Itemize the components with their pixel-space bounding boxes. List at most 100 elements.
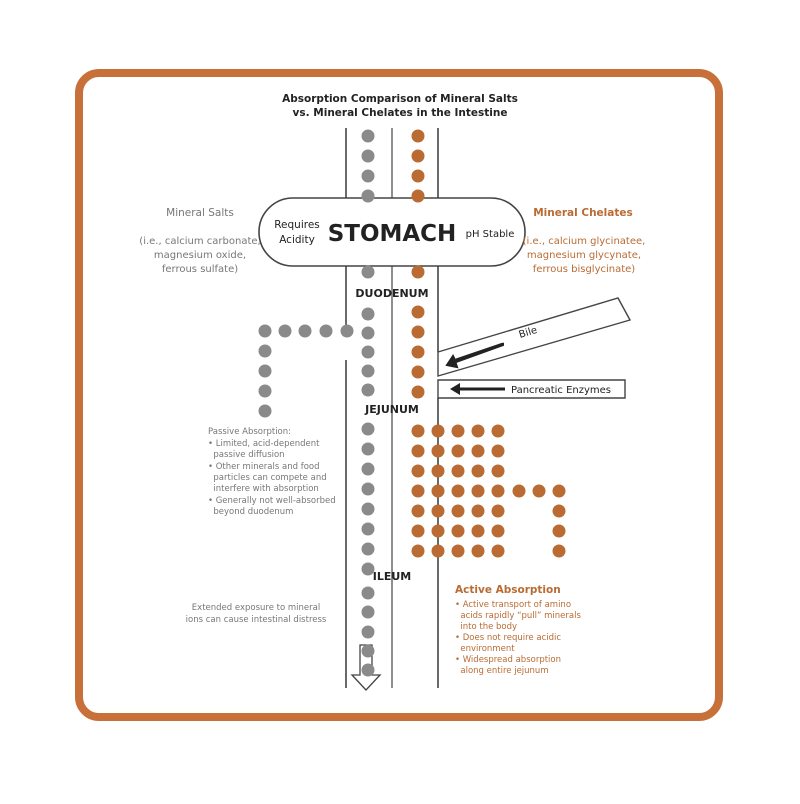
chelate-grid-dot [491, 424, 505, 438]
pancreatic-arrowhead [450, 383, 460, 395]
chelate-grid-dot [471, 504, 485, 518]
salt-dot [361, 522, 375, 536]
chelate-grid-dot [451, 424, 465, 438]
chelate-grid-dot [512, 484, 526, 498]
bile-label: Bile [518, 325, 539, 341]
passive-line-3: • Other minerals and food [208, 462, 320, 472]
passive-line-2: passive diffusion [208, 450, 285, 460]
chelate-grid-dot [552, 544, 566, 558]
ileum-label: ILEUM [373, 570, 412, 583]
stomach-capsule [258, 197, 526, 267]
chelate-grid-dot [411, 484, 425, 498]
chelate-grid-dot [411, 464, 425, 478]
passive-line-4: particles can compete and [208, 473, 327, 483]
chelate-grid-dot [431, 464, 445, 478]
chelate-grid-dot [491, 524, 505, 538]
chelate-grid-dot [431, 524, 445, 538]
mineral-salts-example-3: ferrous sulfate) [162, 264, 238, 275]
chelate-grid-dot [451, 444, 465, 458]
chelate-grid-dot [552, 524, 566, 538]
salt-branch-dot [258, 324, 272, 338]
chelate-grid-dot [411, 544, 425, 558]
chelate-dot [411, 169, 425, 183]
extended-line-2: ions can cause intestinal distress [186, 615, 327, 625]
chelate-dot [411, 325, 425, 339]
chelate-dot [411, 189, 425, 203]
salt-branch-dot [258, 404, 272, 418]
chelate-grid-dot [451, 504, 465, 518]
chelate-grid-dot [451, 524, 465, 538]
chelate-grid-dot [491, 444, 505, 458]
salt-dot [361, 129, 375, 143]
chelate-grid-dot [471, 444, 485, 458]
salt-dot [361, 326, 375, 340]
pancreatic-duct [437, 379, 626, 399]
salt-branch-dot [278, 324, 292, 338]
salt-dot [361, 663, 375, 677]
salt-dot [361, 364, 375, 378]
salt-dot [361, 422, 375, 436]
chelate-grid-dot [471, 544, 485, 558]
chelate-grid-dot [411, 444, 425, 458]
salt-dot [361, 149, 375, 163]
salt-branch-dot [258, 364, 272, 378]
chelate-grid-dot [471, 524, 485, 538]
chelate-grid-dot [491, 504, 505, 518]
salt-dot [361, 462, 375, 476]
active-line-6: • Widespread absorption [455, 655, 561, 665]
jejunum-label: JEJUNUM [364, 403, 419, 416]
salt-dot [361, 625, 375, 639]
pancreatic-label: Pancreatic Enzymes [511, 385, 611, 396]
mineral-chelates-example-3: ferrous bisglycinate) [533, 264, 636, 275]
salt-dot [361, 542, 375, 556]
salt-dot [361, 169, 375, 183]
ph-stable-label: pH Stable [466, 229, 515, 240]
chelate-dot [411, 305, 425, 319]
duodenum-label: DUODENUM [355, 287, 428, 300]
salt-branch-dot [258, 384, 272, 398]
salt-dot [361, 345, 375, 359]
active-line-4: • Does not require acidic [455, 633, 561, 643]
chelate-grid-dot [431, 444, 445, 458]
chelate-grid-dot [532, 484, 546, 498]
chelate-grid-dot [471, 464, 485, 478]
chelate-grid-dot [411, 504, 425, 518]
chelate-grid-dot [411, 424, 425, 438]
chelate-grid-dot [411, 524, 425, 538]
chelate-dot [411, 365, 425, 379]
dots-layer [258, 129, 566, 677]
passive-line-5: interfere with absorption [208, 484, 319, 494]
salt-dot [361, 586, 375, 600]
extended-line-1: Extended exposure to mineral [192, 603, 320, 613]
passive-heading: Passive Absorption: [208, 427, 291, 437]
active-line-7: along entire jejunum [455, 666, 549, 676]
chelate-grid-dot [431, 484, 445, 498]
mineral-salts-example-1: (i.e., calcium carbonate, [139, 236, 260, 247]
salt-dot [361, 442, 375, 456]
chelate-grid-dot [491, 544, 505, 558]
chelate-dot [411, 149, 425, 163]
active-line-5: environment [455, 644, 515, 654]
salt-dot [361, 189, 375, 203]
salt-dot [361, 383, 375, 397]
salt-dot [361, 562, 375, 576]
salt-branch-dot [258, 344, 272, 358]
chelate-dot [411, 345, 425, 359]
salt-dot [361, 502, 375, 516]
chelate-grid-dot [552, 504, 566, 518]
chelate-grid-dot [451, 484, 465, 498]
active-line-2: acids rapidly “pull” minerals [455, 611, 581, 621]
chelate-grid-dot [451, 544, 465, 558]
requires-acidity-line-2: Acidity [279, 234, 315, 246]
chelate-grid-dot [491, 464, 505, 478]
title-line-1: Absorption Comparison of Mineral Salts [282, 93, 518, 105]
active-line-1: • Active transport of amino [455, 600, 571, 610]
salt-branch-dot [298, 324, 312, 338]
active-heading: Active Absorption [455, 584, 561, 596]
mineral-salts-example-2: magnesium oxide, [154, 250, 246, 261]
chelate-dot [411, 385, 425, 399]
bile-duct [437, 297, 632, 377]
passive-line-7: beyond duodenum [208, 507, 293, 517]
salt-branch-dot [319, 324, 333, 338]
